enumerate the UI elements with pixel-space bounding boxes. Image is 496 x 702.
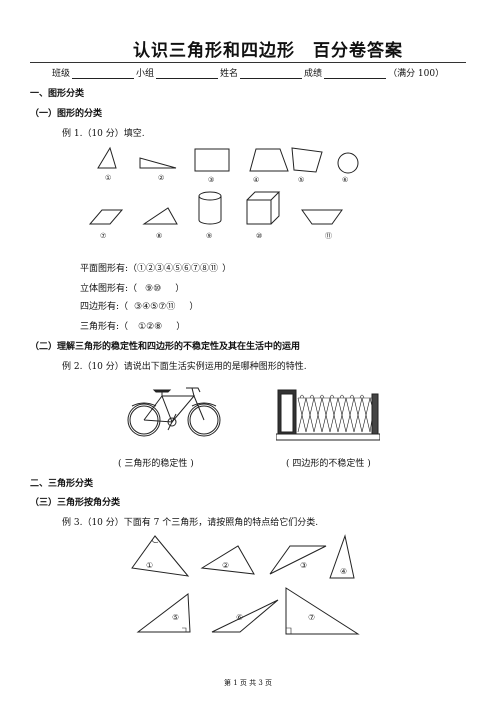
shape-label-10: ⑩ bbox=[256, 232, 262, 240]
answer-quadrilaterals: 四边形有:（③④⑤⑦⑪） bbox=[80, 302, 199, 312]
answer-plane-shapes: 平面图形有:（①②③④⑤⑥⑦⑧⑪） bbox=[80, 264, 232, 274]
section1-heading: 一、图形分类 bbox=[30, 89, 85, 99]
shape-label-3: ③ bbox=[208, 176, 214, 184]
shape-3-rectangle bbox=[194, 148, 230, 172]
shape-10-cube bbox=[246, 191, 281, 225]
triangle-3 bbox=[269, 545, 327, 575]
triangle-4 bbox=[329, 534, 355, 579]
shape-5-quadrilateral bbox=[291, 147, 323, 173]
sub1-heading: （一）图形的分类 bbox=[30, 109, 103, 119]
triangle-6 bbox=[211, 599, 279, 633]
bicycle-illustration bbox=[127, 387, 221, 437]
triangle-2 bbox=[200, 545, 255, 575]
triangle-label-7: ⑦ bbox=[308, 613, 315, 622]
class-field[interactable] bbox=[72, 68, 135, 79]
answer-value: ①②⑧ bbox=[138, 322, 163, 332]
triangle-label-6: ⑥ bbox=[236, 613, 243, 622]
example2-text: 例 2.（10 分）请说出下面生活实例运用的是哪种图形的特性. bbox=[62, 362, 307, 372]
triangle-label-4: ④ bbox=[340, 567, 347, 576]
triangle-5 bbox=[136, 593, 191, 633]
caption-quadrilateral-instability: ( 四边形的不稳定性 ) bbox=[286, 459, 371, 469]
sub3-heading: （三）三角形按角分类 bbox=[30, 498, 121, 508]
example1-text: 例 1.（10 分）填空. bbox=[62, 129, 145, 139]
name-label: 姓名 bbox=[220, 69, 239, 79]
shape-label-8: ⑧ bbox=[156, 232, 162, 240]
triangle-label-3: ③ bbox=[300, 561, 307, 570]
retractable-gate-illustration bbox=[276, 389, 380, 441]
full-score-note: （满分 100） bbox=[388, 69, 445, 79]
shape-label-6: ⑥ bbox=[342, 176, 348, 184]
shape-label-4: ④ bbox=[253, 176, 259, 184]
triangle-7 bbox=[285, 587, 360, 635]
caption-triangle-stability: ( 三角形的稳定性 ) bbox=[118, 459, 194, 469]
triangle-label-5: ⑤ bbox=[172, 613, 179, 622]
group-field[interactable] bbox=[156, 68, 219, 79]
answer-value: ①②③④⑤⑥⑦⑧⑪ bbox=[137, 264, 219, 274]
triangle-1 bbox=[131, 535, 190, 577]
shape-2-triangle bbox=[139, 157, 177, 169]
score-label: 成绩 bbox=[304, 69, 323, 79]
page-title: 认识三角形和四边形 百分卷答案 bbox=[133, 41, 403, 61]
shape-label-11: ⑪ bbox=[325, 232, 332, 240]
shape-4-trapezoid bbox=[249, 148, 289, 172]
triangle-label-2: ② bbox=[222, 561, 229, 570]
shape-9-cylinder bbox=[198, 191, 222, 225]
page-footer: 第 1 页 共 3 页 bbox=[223, 679, 273, 687]
example3-text: 例 3.（10 分）下面有 7 个三角形，请按照角的特点给它们分类. bbox=[62, 518, 319, 528]
score-field[interactable] bbox=[324, 68, 387, 79]
shape-11-trapezoid bbox=[301, 209, 343, 225]
shape-1-triangle bbox=[97, 146, 117, 169]
class-label: 班级 bbox=[52, 69, 71, 79]
title-divider bbox=[30, 62, 466, 63]
answer-triangles: 三角形有:（①②⑧） bbox=[80, 322, 186, 332]
shape-8-triangle bbox=[142, 207, 178, 225]
shape-label-9: ⑨ bbox=[206, 232, 212, 240]
answer-value: ⑨⑩ bbox=[145, 284, 162, 294]
triangle-label-1: ① bbox=[146, 561, 153, 570]
answer-solid-shapes: 立体图形有:（⑨⑩） bbox=[80, 284, 185, 294]
sub2-heading: （二）理解三角形的稳定性和四边形的不稳定性及其在生活中的运用 bbox=[30, 342, 301, 352]
shape-label-2: ② bbox=[158, 174, 164, 182]
triangles-figure: ① ② ③ ④ ⑤ ⑥ ⑦ bbox=[131, 534, 360, 635]
name-field[interactable] bbox=[240, 68, 303, 79]
shape-label-1: ① bbox=[105, 174, 111, 182]
group-label: 小组 bbox=[136, 69, 155, 79]
section2-heading: 二、三角形分类 bbox=[30, 479, 94, 489]
shapes-figure: ① ② ③ ④ ⑤ ⑥ ⑦ ⑧ ⑨ ⑩ ⑪ bbox=[88, 146, 359, 240]
shape-7-parallelogram bbox=[88, 209, 124, 225]
shape-label-5: ⑤ bbox=[298, 176, 304, 184]
shape-label-7: ⑦ bbox=[100, 232, 106, 240]
shape-6-circle bbox=[337, 152, 359, 174]
student-info-row: 班级 小组 姓名 成绩 （满分 100） bbox=[52, 66, 444, 79]
answer-value: ③④⑤⑦⑪ bbox=[134, 302, 176, 312]
